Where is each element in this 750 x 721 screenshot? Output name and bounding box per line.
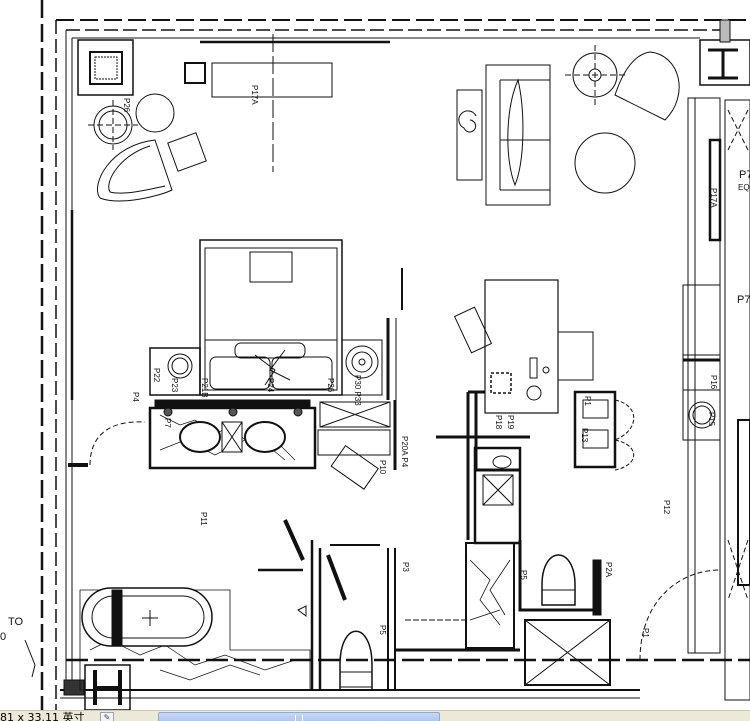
label-p1-closet: P1 — [583, 396, 592, 406]
label-p13: P13 — [580, 428, 589, 443]
label-p7-vanity: P7 — [163, 418, 172, 428]
label-p11: P11 — [199, 512, 208, 526]
interior-walls — [258, 390, 635, 690]
label-p5-left: P5 — [378, 625, 387, 635]
label-p22: P22 — [152, 368, 161, 383]
label-p24: P24 — [266, 378, 275, 393]
label-p10: P10 — [378, 460, 387, 475]
label-p26-top: P26 — [122, 98, 131, 113]
label-p12: P12 — [662, 500, 671, 515]
label-p5-right: P5 — [519, 570, 528, 580]
room-labels: TO 0 P17A P26 P22 P23 P21B P24 P26 P30 P… — [0, 85, 750, 643]
bed — [149, 239, 403, 400]
note-leader — [24, 639, 36, 678]
label-p21b: P21B — [200, 378, 209, 398]
horizontal-scrollbar[interactable] — [158, 712, 440, 721]
status-bar: 81 x 33.11 英寸 ✎ — [0, 710, 750, 721]
scrollbar-grip[interactable] — [295, 715, 303, 721]
desk — [453, 279, 594, 414]
bathtub — [79, 587, 311, 691]
label-p18: P18 — [494, 415, 503, 430]
label-p2a: P2A — [604, 562, 613, 578]
label-p17a-right: P17A — [709, 188, 718, 208]
label-p17a-top: P17A — [250, 85, 259, 105]
living-furniture — [88, 34, 680, 206]
label-p30: P30 P33 — [353, 375, 362, 406]
label-p19: P19 — [506, 415, 515, 430]
drawing-dimensions: 81 x 33.11 英寸 — [0, 711, 85, 721]
pencil-icon[interactable]: ✎ — [100, 712, 114, 721]
doors — [68, 421, 721, 661]
toilets — [339, 554, 576, 691]
label-p15: P15 — [707, 412, 716, 427]
label-p4: P4 — [131, 392, 140, 402]
label-p3: P3 — [401, 562, 410, 572]
label-p1-bottom: P1 — [641, 628, 650, 638]
label-p16: P16 — [709, 375, 718, 390]
label-eq: EQ — [738, 183, 750, 192]
right-wall-column — [682, 97, 750, 701]
label-p7-right-b: P7 — [737, 294, 750, 306]
label-p26: P26 — [326, 378, 335, 393]
label-p23: P23 — [170, 378, 179, 393]
vanity — [148, 399, 397, 490]
note-zero: 0 — [0, 631, 6, 643]
label-p20a-p4: P20A P4 — [400, 436, 409, 468]
note-to: TO — [8, 616, 24, 628]
exterior-walls — [40, 0, 750, 710]
label-p7-right-a: P7 — [739, 169, 750, 181]
